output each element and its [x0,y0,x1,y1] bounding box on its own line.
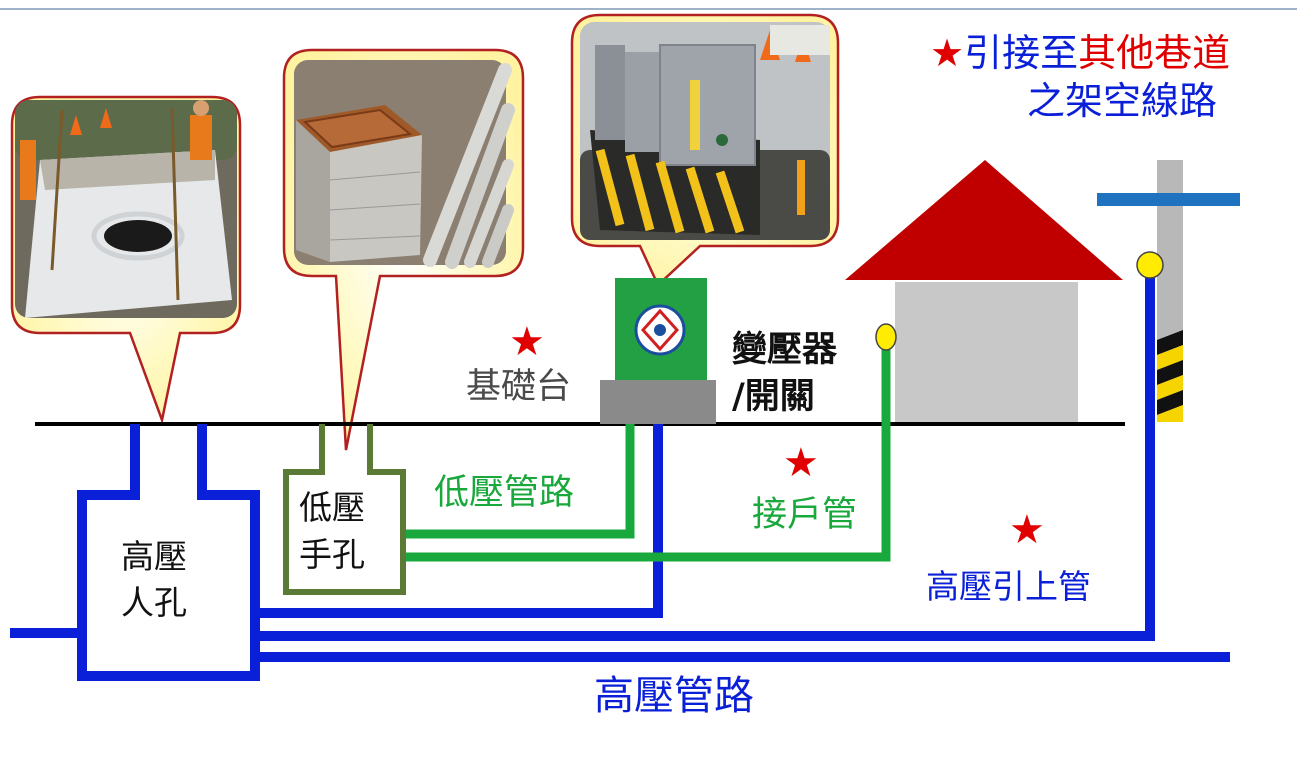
foundation-label: 基礎台 [466,367,572,407]
house-connector [875,323,897,351]
hv-pipes [10,275,1230,681]
star-overhead: ★ [930,31,965,75]
star-hv-riser: ★ [1009,507,1045,553]
transformer-label-line1: 變壓器 [732,330,838,370]
hv-riser-pipe [255,275,1155,641]
hv-pipe-label: 高壓管路 [594,673,754,719]
pole-connector [1136,251,1164,279]
hv-manhole-fill [87,500,250,671]
overhead-note-prefix: 引接至 [964,31,1079,75]
callout-handhole-photo [282,48,525,451]
lv-pipe-to-transformer [403,424,635,539]
lv-handhole [283,424,406,595]
taipower-logo-icon [634,304,686,356]
transformer-box [615,278,707,380]
hv-manhole-label-line2: 人孔 [121,583,187,622]
house-icon [845,160,1123,422]
hv-riser-label: 高壓引上管 [926,567,1091,606]
handhole-and-conduits-photo-icon [294,60,515,269]
star-service-pipe: ★ [783,440,819,486]
overhead-note-line1: ★引接至其他巷道 [930,34,1230,72]
service-pipe-to-house [403,340,891,562]
callout-transformer-photo [570,13,840,288]
utility-pole-icon [1097,160,1240,422]
lv-pipes [403,340,891,562]
manhole-installation-photo-icon [15,100,237,318]
lv-handhole-label-line2: 手孔 [299,535,365,574]
pad-mounted-transformer-photo-icon [580,22,830,240]
star-foundation: ★ [509,319,545,365]
transformer-label-line2: /開關 [732,377,815,417]
overhead-note-line2: 之架空線路 [1027,79,1218,123]
service-pipe-label: 接戶管 [752,495,858,535]
callout-manhole-photo [10,95,242,425]
foundation-pad [600,380,716,424]
lv-pipe-label: 低壓管路 [434,473,575,513]
lv-handhole-label-line1: 低壓 [299,488,365,527]
hv-manhole-outline [77,424,260,681]
overhead-note-highlight: 其他巷道 [1078,31,1231,75]
hv-manhole-label-line1: 高壓 [121,537,187,576]
hv-pipe-to-transformer [255,424,663,618]
